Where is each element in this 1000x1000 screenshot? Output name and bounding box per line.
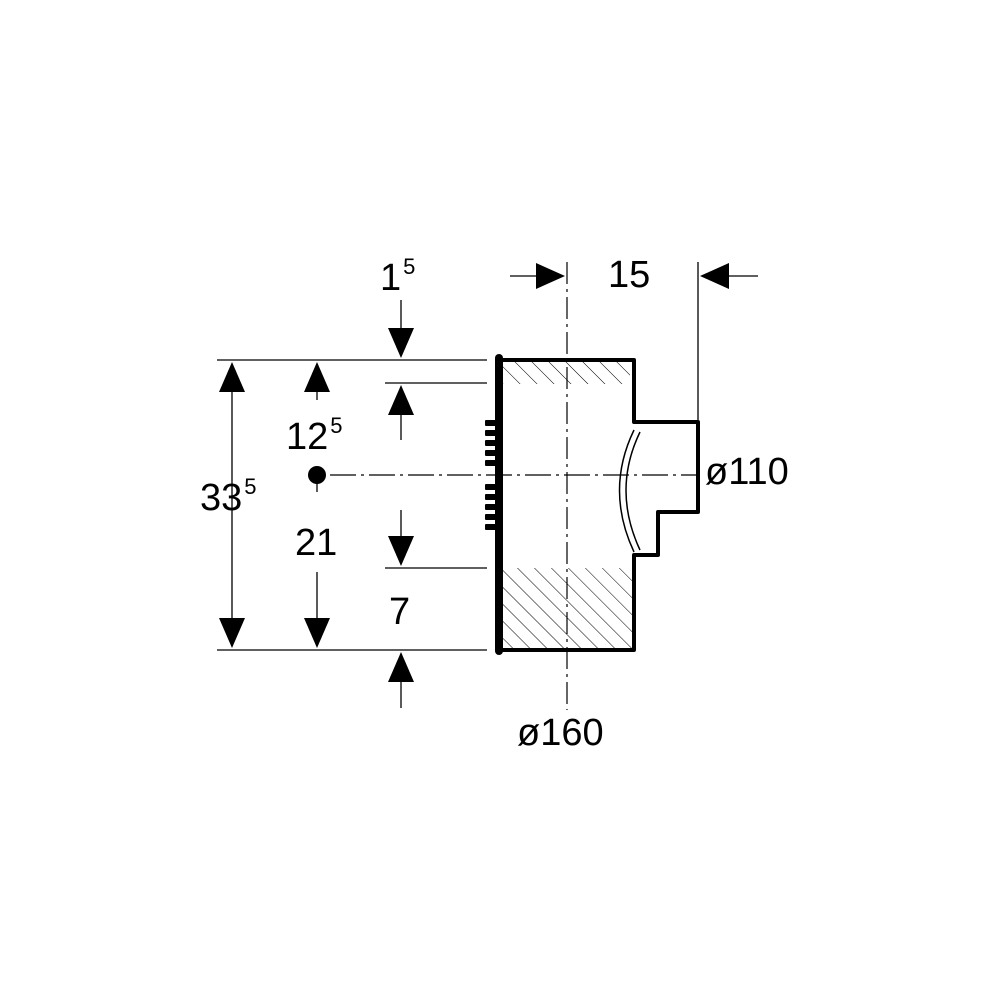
dim-total-height: 335 [200, 474, 257, 519]
dim-branch-diameter: ø110 [705, 451, 789, 493]
dim-main-diameter: ø160 [517, 712, 604, 754]
pipe-outline [500, 358, 700, 652]
dim-lower-height: 21 [295, 522, 337, 564]
dim-branch-length: 15 [608, 254, 650, 296]
arrowheads [219, 263, 729, 682]
arrow-offset-top [304, 362, 330, 392]
branch-arc-inner [625, 431, 641, 551]
arrow-wall-top [388, 328, 414, 358]
hatch-top [500, 362, 630, 384]
branch-center-dot [308, 466, 326, 484]
arrow-branch-right [700, 263, 729, 289]
arrow-lower-bottom [304, 618, 330, 648]
extension-lines [217, 262, 699, 651]
arrow-socket-top [388, 536, 414, 566]
center-lines [330, 262, 700, 710]
dimension-lines [231, 275, 758, 708]
dim-branch-offset: 125 [286, 413, 343, 458]
arrow-socket-bottom [388, 652, 414, 682]
arrow-wall-bottom [388, 385, 414, 415]
pipe-body [485, 354, 700, 655]
arrow-total-bottom [219, 618, 245, 648]
dim-top-wall: 15 [380, 254, 415, 299]
arrow-branch-left [536, 263, 565, 289]
ribs [485, 420, 499, 530]
arrow-total-top [219, 362, 245, 392]
branch-arc-outer [618, 429, 635, 553]
dim-socket-depth: 7 [389, 591, 410, 633]
